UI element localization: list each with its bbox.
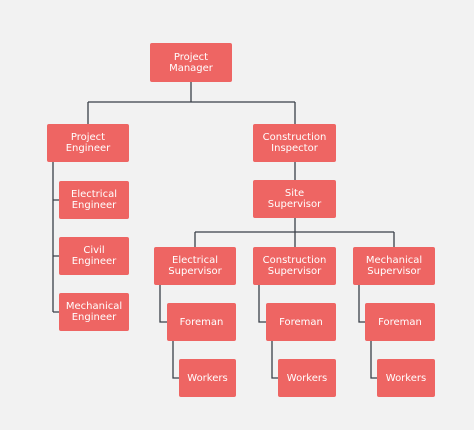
node-project-manager[interactable]: Project Manager [150,43,232,82]
node-foreman[interactable]: Foreman [167,303,236,341]
node-label: Construction Supervisor [262,255,327,277]
node-mechanical-engineer[interactable]: Mechanical Engineer [59,293,129,331]
node-label: Workers [286,372,328,384]
node-label: Site Supervisor [267,188,322,210]
node-label: Workers [187,372,228,384]
node-foreman[interactable]: Foreman [266,303,336,341]
node-label: Construction Inspector [262,132,327,154]
connector-pm-to-branches [87,82,296,124]
node-label: Project Engineer [65,132,111,154]
node-mechanical-supervisor[interactable]: Mechanical Supervisor [353,247,435,285]
node-label: Project Manager [169,51,213,74]
node-construction-inspector[interactable]: Construction Inspector [253,124,336,162]
node-label: Foreman [279,316,323,328]
node-label: Foreman [378,316,422,328]
connector-pe-to-engineers [52,162,59,313]
node-label: Workers [385,372,427,384]
node-label: Electrical Supervisor [168,255,222,277]
node-site-supervisor[interactable]: Site Supervisor [253,180,336,218]
node-label: Electrical Engineer [71,189,117,211]
node-construction-supervisor[interactable]: Construction Supervisor [253,247,336,285]
node-label: Foreman [179,316,224,328]
node-label: Civil Engineer [71,245,117,267]
node-electrical-supervisor[interactable]: Electrical Supervisor [154,247,236,285]
node-project-engineer[interactable]: Project Engineer [47,124,129,162]
node-civil-engineer[interactable]: Civil Engineer [59,237,129,275]
connector-es-chain [159,285,179,379]
node-label: Mechanical Engineer [65,301,123,323]
node-foreman[interactable]: Foreman [365,303,435,341]
node-workers[interactable]: Workers [377,359,435,397]
connector-cs-chain [258,285,278,379]
connector-ss-to-supervisors [194,218,395,247]
node-label: Mechanical Supervisor [365,255,423,277]
node-electrical-engineer[interactable]: Electrical Engineer [59,181,129,219]
node-workers[interactable]: Workers [278,359,336,397]
connector-ms-chain [358,285,377,379]
node-workers[interactable]: Workers [179,359,236,397]
